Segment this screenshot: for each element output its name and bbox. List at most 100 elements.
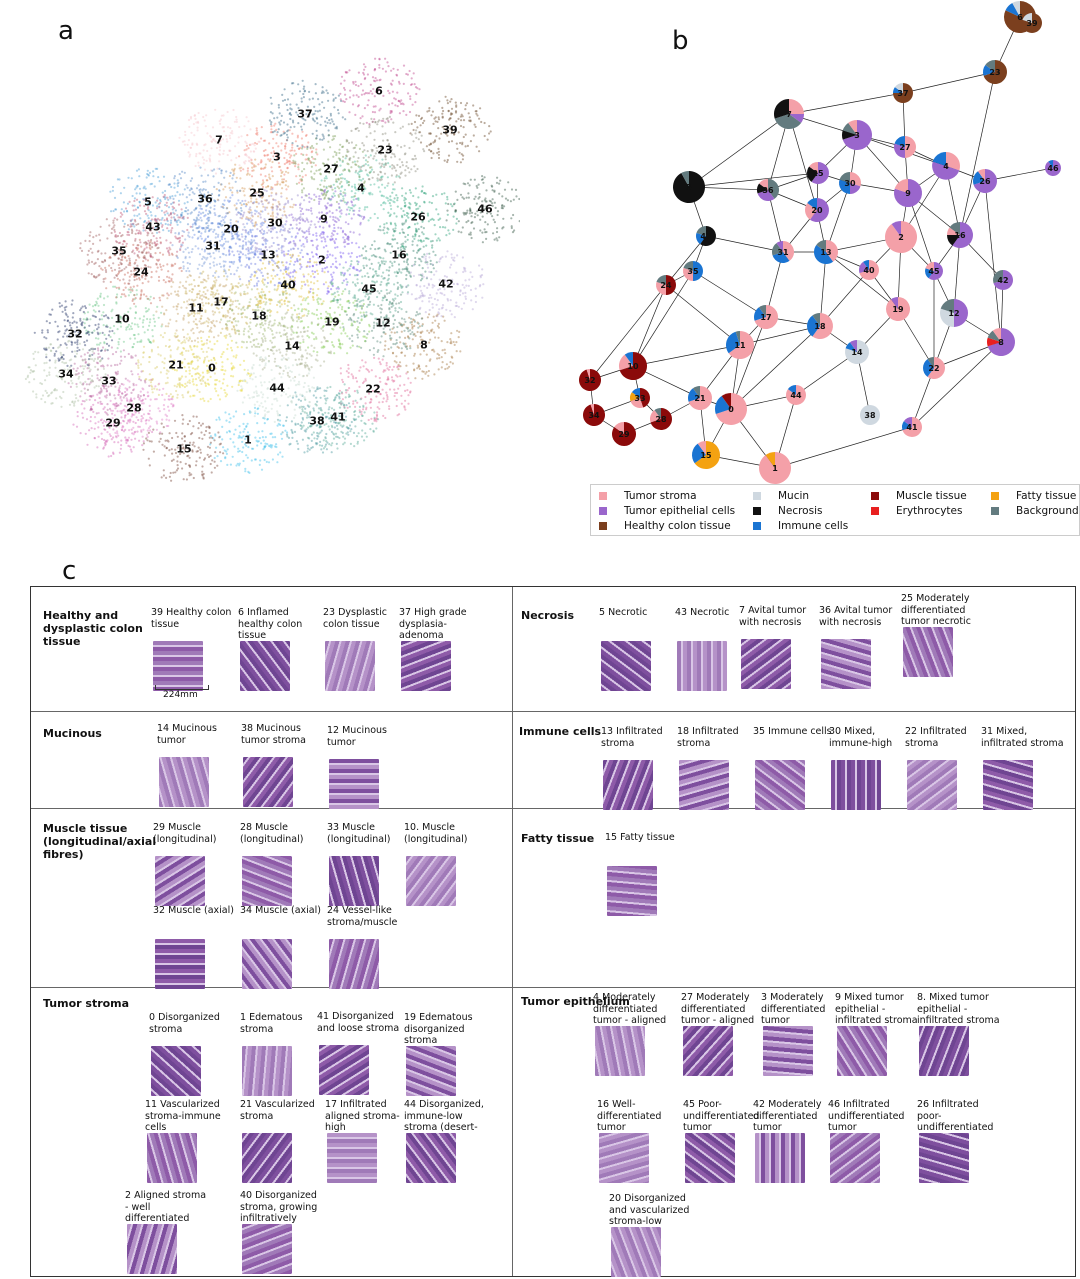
graph-node-label: 3: [854, 131, 860, 140]
umap-label-20: 20: [223, 222, 239, 236]
legend-label: Healthy colon tissue: [624, 520, 731, 532]
legend-item: Fatty tissue: [991, 490, 1076, 502]
graph-node-34: 34: [583, 404, 606, 427]
umap-cluster-24: [100, 238, 183, 305]
tile-image: [755, 760, 805, 810]
tile-caption: 7 Avital tumor with necrosis: [739, 605, 807, 628]
tissue-tile: 7 Avital tumor with necrosis: [739, 605, 823, 689]
tile-image: [401, 641, 451, 691]
graph-node-label: 18: [814, 322, 826, 331]
node-slice: [696, 226, 706, 236]
umap-cluster-37: [268, 79, 347, 149]
tile-image: [242, 1133, 292, 1183]
tile-caption: 13 Infiltrated stroma: [601, 726, 663, 749]
graph-edge: [933, 270, 955, 314]
graph-node-41: 41: [902, 417, 923, 437]
tile-caption: 42 Moderately differentiated tumor: [753, 1099, 822, 1133]
graph-node-label: 43: [700, 232, 711, 241]
legend-label: Necrosis: [778, 505, 823, 517]
tissue-tile: 33 Muscle (longitudinal): [327, 822, 411, 906]
umap-cluster-38: [276, 386, 358, 454]
graph-node-label: 45: [928, 267, 940, 276]
tile-caption: 40 Disorganized stroma, growing infiltra…: [240, 1190, 318, 1224]
tissue-tile: 18 Infiltrated stroma: [677, 726, 761, 810]
graph-edge: [767, 172, 819, 191]
tissue-tile: 15 Fatty tissue: [605, 832, 689, 916]
umap-cluster-5: [109, 167, 189, 234]
tile-caption: 45 Poor-undifferentiated tumor: [683, 1099, 760, 1133]
tile-image: [907, 760, 957, 810]
tile-caption: 34 Muscle (axial): [240, 905, 321, 916]
node-slice: [735, 331, 740, 345]
graph-node-label: 4: [943, 162, 949, 171]
umap-cluster-3: [238, 122, 319, 191]
tile-image: [155, 939, 205, 989]
node-slice: [583, 404, 606, 427]
umap-cluster-42: [405, 250, 485, 319]
node-slice: [624, 352, 633, 366]
graph-node-19: 19: [886, 297, 911, 321]
graph-node-label: 33: [634, 394, 645, 403]
graph-node-16: 16: [947, 222, 973, 248]
graph-node-label: 17: [760, 313, 771, 322]
graph-edge: [825, 251, 870, 271]
umap-label-36: 36: [197, 192, 213, 206]
node-slice: [806, 166, 818, 182]
tile-image: [679, 760, 729, 810]
tissue-tile: 45 Poor-undifferentiated tumor: [683, 1099, 767, 1183]
node-slice: [631, 388, 640, 398]
node-slice: [630, 392, 640, 402]
umap-cluster-27: [292, 134, 373, 204]
graph-edge: [730, 316, 767, 410]
node-slice: [932, 152, 946, 166]
node-slice: [694, 441, 720, 469]
tile-caption: 17 Infiltrated aligned stroma-high: [325, 1099, 400, 1133]
node-slice: [1012, 1, 1020, 17]
tissue-tile: 42 Moderately differentiated tumor: [753, 1099, 837, 1183]
category-title: Tumor stroma: [43, 997, 130, 1010]
umap-label-43: 43: [145, 220, 161, 234]
graph-node-label: 5: [686, 183, 692, 192]
node-slice: [893, 83, 913, 103]
graph-node-label: 7: [786, 110, 792, 119]
node-slice: [993, 270, 1003, 284]
graph-node-13: 13: [814, 240, 838, 264]
tile-image: [603, 760, 653, 810]
graph-edge: [816, 209, 827, 253]
graph-node-label: 30: [844, 179, 856, 188]
graph-edge: [819, 251, 827, 327]
tile-caption: 41 Disorganized and loose stroma: [317, 1011, 400, 1034]
graph-node-40: 40: [859, 260, 880, 280]
node-slice: [688, 386, 713, 410]
node-slice: [754, 305, 779, 330]
graph-edge: [817, 172, 851, 184]
tile-image: [607, 866, 657, 916]
graph-node-label: 37: [897, 89, 908, 98]
node-slice: [940, 299, 954, 313]
tile-image: [611, 1227, 661, 1277]
panel-b-label: b: [672, 26, 689, 56]
graph-edge: [730, 394, 797, 410]
node-slice: [756, 183, 768, 194]
tile-image: [677, 641, 727, 691]
graph-edge: [933, 341, 1002, 369]
graph-node-label: 28: [655, 415, 667, 424]
node-slice: [977, 169, 985, 181]
graph-edge: [782, 209, 818, 253]
node-slice: [849, 340, 857, 352]
graph-node-28: 28: [650, 408, 673, 431]
graph-node-label: 1: [772, 464, 778, 473]
graph-edge: [688, 113, 790, 188]
node-slice: [845, 342, 857, 352]
tissue-tile: 30 Mixed, immune-high: [829, 726, 913, 810]
umap-cluster-17: [183, 268, 261, 337]
graph-node-label: 44: [790, 391, 802, 400]
graph-node-44: 44: [785, 384, 806, 405]
graph-edge: [897, 236, 902, 310]
graph-edge: [907, 165, 947, 194]
node-slice: [765, 452, 775, 468]
graph-edge: [774, 394, 797, 469]
tissue-tile: 9 Mixed tumor epithelial - infiltrated s…: [835, 992, 919, 1076]
graph-edge: [953, 234, 961, 314]
umap-label-30: 30: [267, 216, 283, 230]
